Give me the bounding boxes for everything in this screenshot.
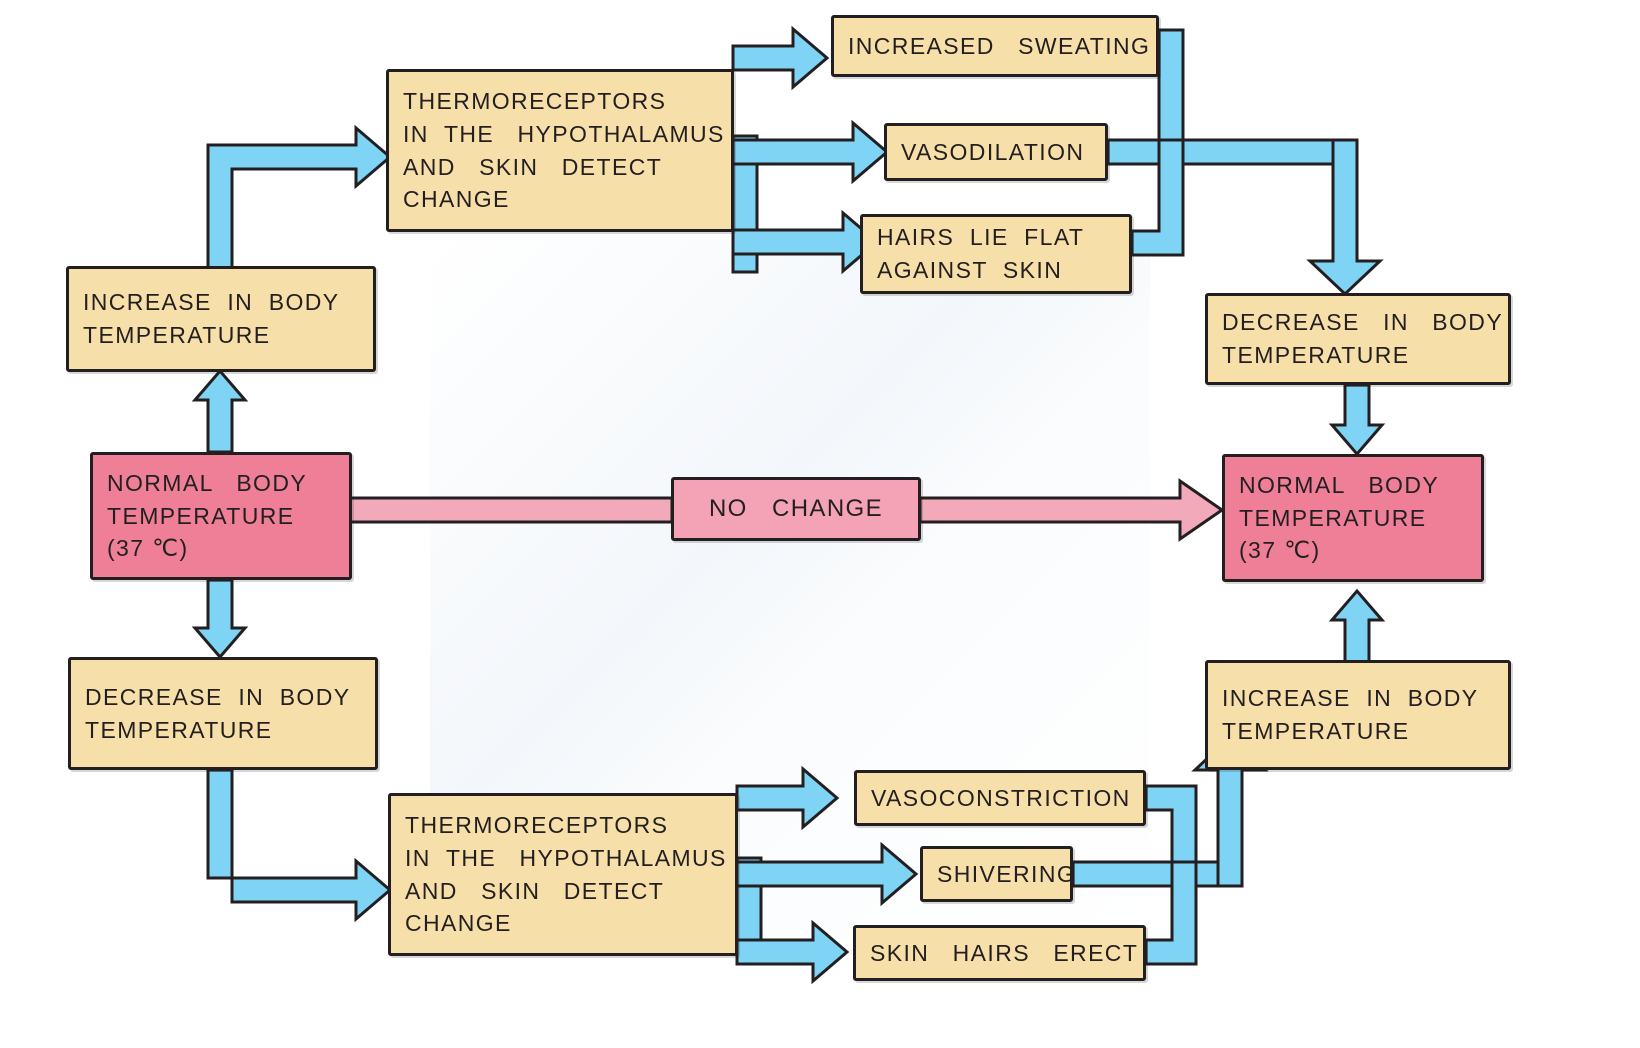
node-line: SHIVERING (937, 860, 1077, 887)
node-line: NORMAL BODY (107, 470, 308, 497)
node-normal-temp-right[interactable]: NORMAL BODY TEMPERATURE (37 ℃) (1222, 454, 1484, 582)
node-thermoreceptors-bottom[interactable]: THERMORECEPTORS IN THE HYPOTHALAMUS AND … (388, 793, 738, 956)
node-line: TEMPERATURE (1222, 342, 1410, 368)
arrow-normal-to-decrease-left (191, 578, 249, 660)
node-increase-left[interactable]: INCREASE IN BODY TEMPERATURE (66, 266, 376, 372)
node-line: (37 ℃) (107, 535, 189, 562)
node-normal-temp-left[interactable]: NORMAL BODY TEMPERATURE (37 ℃) (90, 452, 352, 580)
node-line: INCREASE IN BODY (83, 289, 340, 316)
arrow-bottom-to-vasoconstriction (735, 765, 840, 831)
node-line: IN THE HYPOTHALAMUS (403, 120, 725, 147)
arrow-top-to-vasodilation (731, 119, 890, 185)
arrow-bottom-to-skin-hairs-erect (735, 919, 850, 985)
node-line: IN THE HYPOTHALAMUS (405, 844, 727, 871)
node-line: TEMPERATURE (1239, 504, 1427, 531)
node-decrease-left[interactable]: DECREASE IN BODY TEMPERATURE (68, 657, 378, 770)
arrow-sweating-merge (1157, 28, 1185, 162)
node-line: NO CHANGE (708, 494, 884, 522)
node-line: (37 ℃) (1239, 537, 1321, 564)
node-line: NORMAL BODY (1239, 472, 1440, 499)
node-line: CHANGE (403, 186, 510, 213)
node-line: INCREASED SWEATING (848, 32, 1151, 59)
node-line: TEMPERATURE (107, 502, 295, 529)
node-line: THERMORECEPTORS (403, 88, 667, 115)
arrow-skin-hairs-merge (1144, 860, 1198, 966)
node-thermoreceptors-top[interactable]: THERMORECEPTORS IN THE HYPOTHALAMUS AND … (386, 69, 734, 232)
node-shivering[interactable]: SHIVERING (920, 846, 1077, 902)
node-line: AND SKIN DETECT (403, 153, 663, 180)
arrow-no-change-right-segment (918, 478, 1225, 542)
node-line: THERMORECEPTORS (405, 812, 669, 839)
node-vasodilation[interactable]: VASODILATION (884, 123, 1108, 181)
arrow-bottom-to-shivering (735, 841, 919, 907)
node-increase-right[interactable]: INCREASE IN BODY TEMPERATURE (1205, 660, 1511, 770)
arrow-top-to-increased-sweating (731, 25, 830, 91)
arrow-top-merge-to-decrease-right (1306, 138, 1384, 297)
node-line: DECREASE IN BODY (1222, 309, 1504, 336)
arrow-bottom-branch-trunk (735, 856, 763, 957)
node-decrease-right[interactable]: DECREASE IN BODY TEMPERATURE (1205, 293, 1511, 385)
node-line: TEMPERATURE (1222, 718, 1410, 744)
node-line: TEMPERATURE (83, 322, 271, 348)
node-increased-sweating[interactable]: INCREASED SWEATING (831, 15, 1159, 77)
arrow-decrease-to-thermoreceptors-bottom (206, 768, 393, 923)
node-vasoconstriction[interactable]: VASOCONSTRICTION (854, 770, 1146, 826)
node-line: DECREASE IN BODY (85, 683, 351, 710)
node-no-change[interactable]: NO CHANGE (671, 477, 921, 541)
arrow-decrease-to-normal-right (1328, 383, 1386, 457)
arrow-shivering-merge (1071, 860, 1244, 888)
node-line: AGAINST SKIN (877, 257, 1063, 283)
arrow-normal-to-increase-left (191, 368, 249, 454)
node-line: AND SKIN DETECT (405, 877, 665, 904)
arrow-no-change-left-segment (346, 496, 674, 524)
node-line: HAIRS LIE FLAT (877, 224, 1085, 251)
arrow-vasoconstriction-merge (1144, 784, 1198, 888)
node-line: VASOCONSTRICTION (871, 784, 1131, 811)
arrow-vasodilation-merge (1106, 138, 1359, 166)
node-line: CHANGE (405, 910, 512, 937)
arrow-increase-to-thermoreceptors-top (206, 124, 393, 272)
arrow-top-to-hairs-lie-flat (731, 209, 880, 275)
node-line: INCREASE IN BODY (1222, 685, 1479, 712)
arrow-hairs-flat-merge (1130, 138, 1185, 257)
node-skin-hairs-erect[interactable]: SKIN HAIRS ERECT (853, 925, 1146, 981)
node-line: VASODILATION (901, 138, 1085, 165)
node-hairs-lie-flat[interactable]: HAIRS LIE FLAT AGAINST SKIN (860, 214, 1132, 294)
node-line: TEMPERATURE (85, 716, 273, 743)
arrow-top-branch-trunk (731, 134, 759, 274)
node-line: SKIN HAIRS ERECT (870, 939, 1139, 966)
